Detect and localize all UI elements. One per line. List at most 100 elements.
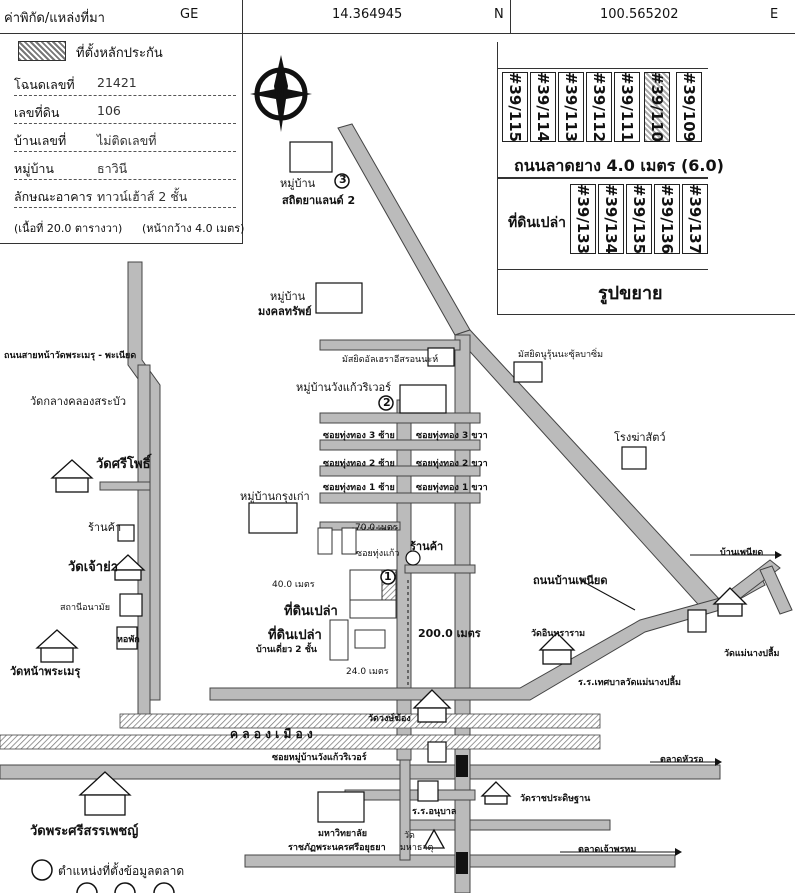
temple-icon [712, 587, 748, 617]
road-lower [0, 764, 721, 780]
slaughterhouse-icon [621, 446, 647, 470]
wat-klang-label: วัดกลางคลองสระบัว [30, 395, 127, 408]
latitude-cell: 14.364945 N [242, 0, 511, 33]
property-info-box: ที่ตั้งหลักประกัน โฉนดเลขที่21421 เลขที่… [0, 33, 245, 244]
shop-label: ร้านค้า [410, 540, 444, 553]
temple-icon [35, 629, 79, 663]
soi1l-label: ซอยทุ่งทอง 1 ซ้าย [323, 483, 395, 493]
collateral-swatch [18, 41, 66, 61]
lot-39-109: #39/109 [676, 72, 702, 142]
house2-label: บ้านเดี่ยว 2 ชั้น [256, 645, 317, 655]
source-cell: ค่าพิกัด/แหล่งที่มา GE [0, 0, 243, 33]
soi-thung-label: ซอยทุ่งแก้ว [356, 549, 400, 559]
slaughter-label: โรงฆ่าสัตว์ [614, 431, 666, 444]
mosque1-label: มัสยิดอัลเฮราอีสรอนนะห์ [342, 355, 439, 365]
soi-horizontal [319, 492, 481, 504]
convenience-store-icon [427, 741, 447, 763]
marker-1-number: 1 [384, 570, 392, 583]
wat-ratcha-label: วัดราชประดิษฐาน [520, 794, 591, 804]
info-row: บ้านเลขที่ไม่ติดเลขที่ [14, 127, 236, 152]
temple-icon [538, 632, 576, 665]
info-row: โฉนดเลขที่21421 [14, 71, 236, 96]
lot-39-133: #39/133 [570, 184, 596, 254]
shop-left-label: ร้านค้า [88, 521, 122, 534]
legend-circle-label: ตำแหน่งที่ตั้งข้อมูลตลาด [58, 864, 185, 878]
lot-39-112: #39/112 [586, 72, 612, 142]
canal-lower [0, 734, 601, 750]
soi-horizontal [319, 339, 461, 351]
inset-box: #39/115 #39/114 #39/113 #39/112 #39/111 … [497, 42, 795, 315]
longitude-cell: 100.565202 E [510, 0, 795, 33]
vacant-lot [329, 619, 349, 661]
paniat-pointer [579, 579, 636, 611]
dist40-label: 40.0 เมตร [272, 580, 315, 590]
location-label: ค่าพิกัด/แหล่งที่มา [4, 11, 105, 26]
marker-2-number: 2 [383, 396, 391, 409]
wat-inprathan-label: วัดอินทราราม [531, 629, 586, 639]
house-lot [354, 629, 386, 649]
legend-circle [31, 859, 53, 881]
longitude-dir: E [770, 7, 779, 22]
shop-marker [405, 550, 421, 566]
legend-label: ที่ตั้งหลักประกัน [76, 46, 163, 61]
wat-maha-label-2: มหาธาตุ [400, 843, 434, 853]
wat-sri-label: วัดพระศรีสรรเพชญ์ [30, 824, 139, 839]
temple-icon [50, 459, 94, 493]
wat-wangchong-label: วัดวงษ์ฆ้อง [368, 714, 411, 724]
paniat-label: บ้านเพนียด [720, 548, 764, 558]
lot-39-110-collateral: #39/110 [644, 72, 670, 142]
small-lot [341, 527, 357, 555]
lot-39-136: #39/136 [654, 184, 680, 254]
lot-39-135: #39/135 [626, 184, 652, 254]
soi1r-label: ซอยทุ่งทอง 1 ขวา [416, 483, 488, 493]
source-value: GE [180, 7, 199, 22]
wat-sriphot-label: วัดศรีโพธิ์ [96, 457, 151, 472]
soi-horizontal [404, 564, 476, 574]
area-text: (เนื้อที่ 20.0 ตารางวา) [14, 222, 123, 235]
village-mongkol-label: หมู่บ้าน [270, 290, 306, 303]
inset-caption: รูปขยาย [598, 283, 663, 304]
soi-horizontal [319, 521, 401, 531]
village3-label: หมู่บ้าน [280, 177, 316, 190]
road-center-right [454, 334, 471, 701]
lot-block [349, 599, 397, 619]
soi-horizontal [99, 481, 151, 491]
inset-bottom-row [498, 178, 708, 270]
small-lot [317, 527, 333, 555]
soi-village-label: ซอยหมู่บ้านวังแก้วริเวอร์ [272, 753, 367, 763]
market-huaro-label: ตลาดหัวรอ [660, 755, 704, 765]
health-center-label: สถานีอนามัย [60, 603, 110, 613]
dorm-label: หอพัก [117, 635, 140, 645]
compass-icon [250, 55, 312, 132]
wat-mae-nang-label: วัดแม่นางปลื้ม [724, 649, 780, 659]
lot-39-115: #39/115 [502, 72, 528, 142]
arrow-paniat-head [775, 551, 782, 559]
road-center [396, 399, 412, 761]
soi3r-label: ซอยทุ่งทอง 3 ขวา [416, 431, 488, 441]
road-lower-vert [399, 759, 411, 861]
longitude-value: 100.565202 [600, 7, 679, 22]
road-west [127, 261, 161, 701]
arrow-huaro-head [715, 758, 722, 766]
school-anuban-label: ร.ร.อนุบาล [412, 807, 457, 817]
university-icon [317, 791, 365, 823]
coordinate-header: ค่าพิกัด/แหล่งที่มา GE 14.364945 N 100.5… [0, 0, 795, 34]
soi-horizontal [319, 465, 481, 477]
compass-label: N [274, 85, 285, 100]
lot-39-114: #39/114 [530, 72, 556, 142]
lot-39-113: #39/113 [558, 72, 584, 142]
frontage-text: (หน้ากว้าง 4.0 เมตร) [142, 222, 245, 235]
arrow-chao-head [675, 848, 682, 856]
road-east-diagonal [454, 329, 721, 613]
market-chao-label: ตลาดเจ้าพรหม [578, 845, 637, 855]
lot-39-134: #39/134 [598, 184, 624, 254]
university-label-2: ราชภัฏพระนครศรีอยุธยา [288, 843, 386, 853]
health-center-icon [119, 593, 143, 617]
traffic-light-icon [456, 852, 468, 874]
latitude-dir: N [494, 7, 504, 22]
legend-circle-2 [114, 882, 136, 893]
temple-icon [422, 828, 446, 849]
mosque-icon [427, 347, 455, 367]
road-east-branch [759, 565, 793, 615]
dist70-label: 70.0 เมตร [355, 523, 398, 533]
